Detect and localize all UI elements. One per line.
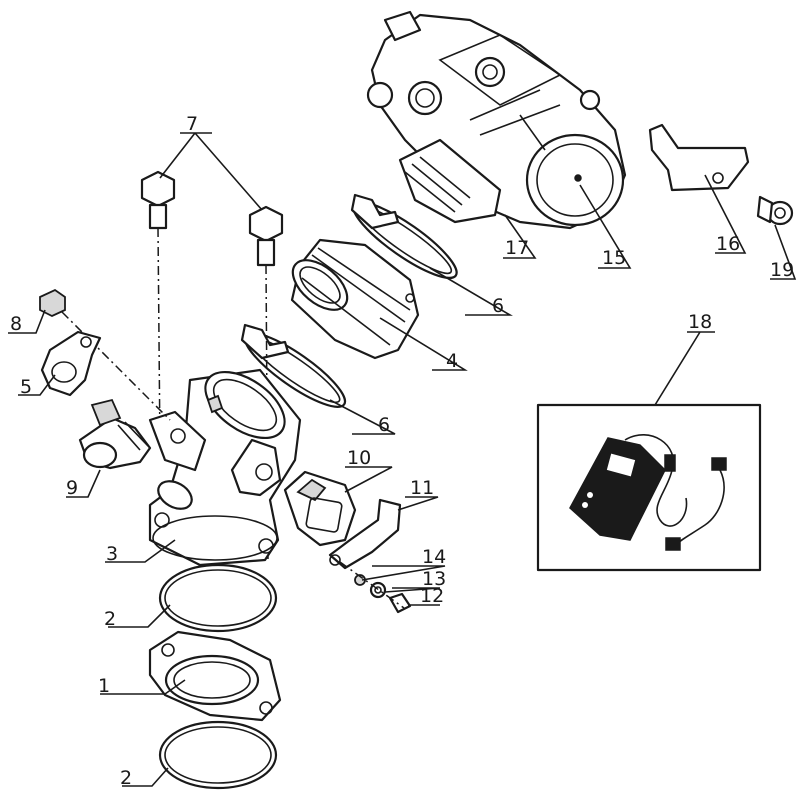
label-19: 19 xyxy=(770,259,794,281)
intake-connector xyxy=(290,238,420,360)
bracket-16 xyxy=(648,123,750,192)
fuel-injector xyxy=(78,398,152,470)
leader-lines xyxy=(8,132,797,787)
label-6-upper: 6 xyxy=(492,295,504,317)
label-12: 12 xyxy=(420,585,444,607)
cap-8 xyxy=(39,288,66,317)
label-8: 8 xyxy=(10,313,22,335)
label-18: 18 xyxy=(688,311,712,333)
label-5: 5 xyxy=(20,376,32,398)
label-11: 11 xyxy=(410,477,434,499)
hose-clamp-lower xyxy=(240,323,347,408)
label-16: 16 xyxy=(716,233,740,255)
hose-clamp-upper xyxy=(350,193,458,280)
label-2-lower: 2 xyxy=(120,767,132,789)
label-6-lower: 6 xyxy=(378,414,390,436)
label-2-upper: 2 xyxy=(104,608,116,630)
bolt-right xyxy=(248,205,284,267)
insulator-flange xyxy=(148,630,282,722)
throttle-body xyxy=(366,10,627,230)
diagnostic-kit-box xyxy=(536,403,762,572)
label-10: 10 xyxy=(347,447,371,469)
label-7: 7 xyxy=(186,113,198,135)
label-1: 1 xyxy=(98,675,110,697)
label-15: 15 xyxy=(602,247,626,269)
injector-holder xyxy=(40,330,102,397)
sensor-10 xyxy=(283,470,357,547)
gasket-ring-lower xyxy=(158,720,278,790)
label-4: 4 xyxy=(446,350,458,372)
bracket-11 xyxy=(328,498,402,570)
intake-manifold xyxy=(148,368,302,567)
callout-labels: 1 2 2 3 4 5 6 6 7 8 9 10 11 12 13 14 15 … xyxy=(10,113,794,789)
label-3: 3 xyxy=(106,543,118,565)
screw-12 xyxy=(388,592,412,614)
label-14: 14 xyxy=(422,546,446,568)
bolt-left xyxy=(140,170,176,230)
label-17: 17 xyxy=(505,237,529,259)
label-13: 13 xyxy=(422,568,446,590)
label-9: 9 xyxy=(66,477,78,499)
screw-19 xyxy=(756,195,794,226)
gasket-ring-upper xyxy=(158,563,278,633)
